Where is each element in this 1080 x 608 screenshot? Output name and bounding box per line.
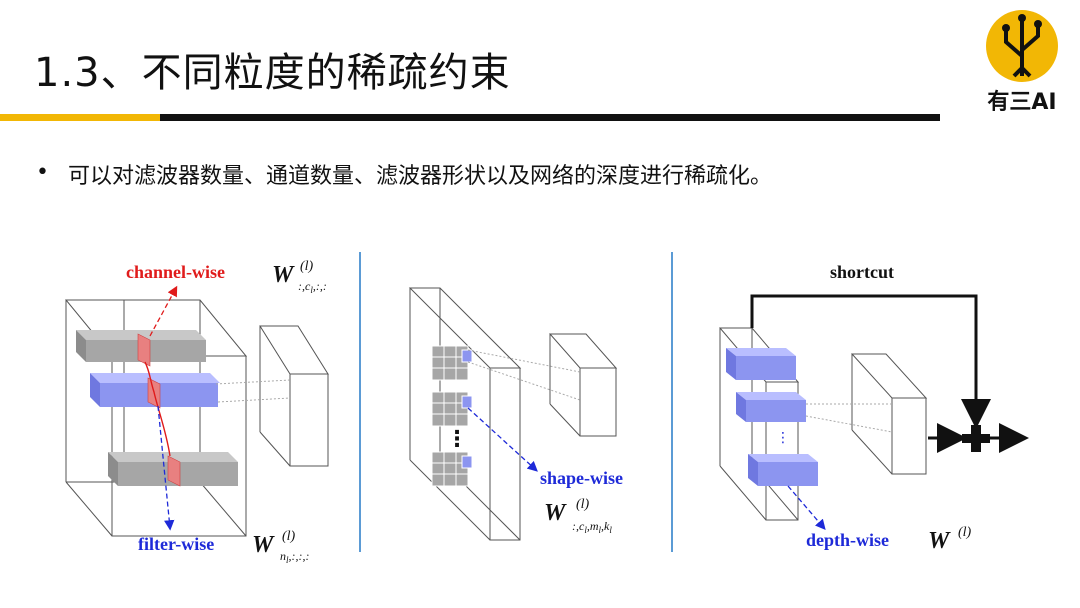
shape-wise-label: shape-wise [540,468,623,488]
shortcut-label: shortcut [830,262,894,282]
shape-formula: W [544,500,567,526]
filter-formula: W [252,532,275,558]
channel-wise-label: channel-wise [126,262,225,282]
panel-channel-filter: channel-wise filter-wise W (l) :,cl,:,: … [64,259,329,565]
dots-vertical: ⋮ [446,427,468,452]
svg-text:(l): (l) [576,497,590,512]
title-underline-accent [0,114,160,121]
svg-text:(l): (l) [958,525,972,540]
logo-text: 有三AI [987,90,1057,115]
bullet-text: 可以对滤波器数量、通道数量、滤波器形状以及网络的深度进行稀疏化。 [68,164,773,189]
panel-shape: ⋮ shape-wise W (l) :,cl,ml,kl [408,287,623,541]
svg-text:(l): (l) [282,529,296,544]
title-underline [0,114,940,121]
svg-text:nl,:,:,:: nl,:,:,: [280,549,310,565]
filter-wise-label: filter-wise [138,534,214,554]
channel-formula: W [272,262,295,288]
depth-formula: W [928,528,951,554]
logo-icon [986,10,1058,82]
svg-text::,cl,:,:: :,cl,:,: [298,279,327,295]
svg-text::,cl,ml,kl: :,cl,ml,kl [572,519,612,535]
svg-text:(l): (l) [300,259,314,274]
bullet-marker: • [36,160,49,185]
slide-title: 1.3、不同粒度的稀疏约束 [34,50,511,96]
depth-wise-label: depth-wise [806,530,889,550]
panel-depth: ⋮ shortcut depth-wise W (l) [718,262,1029,554]
depth-dots: ⋮ [776,430,790,446]
